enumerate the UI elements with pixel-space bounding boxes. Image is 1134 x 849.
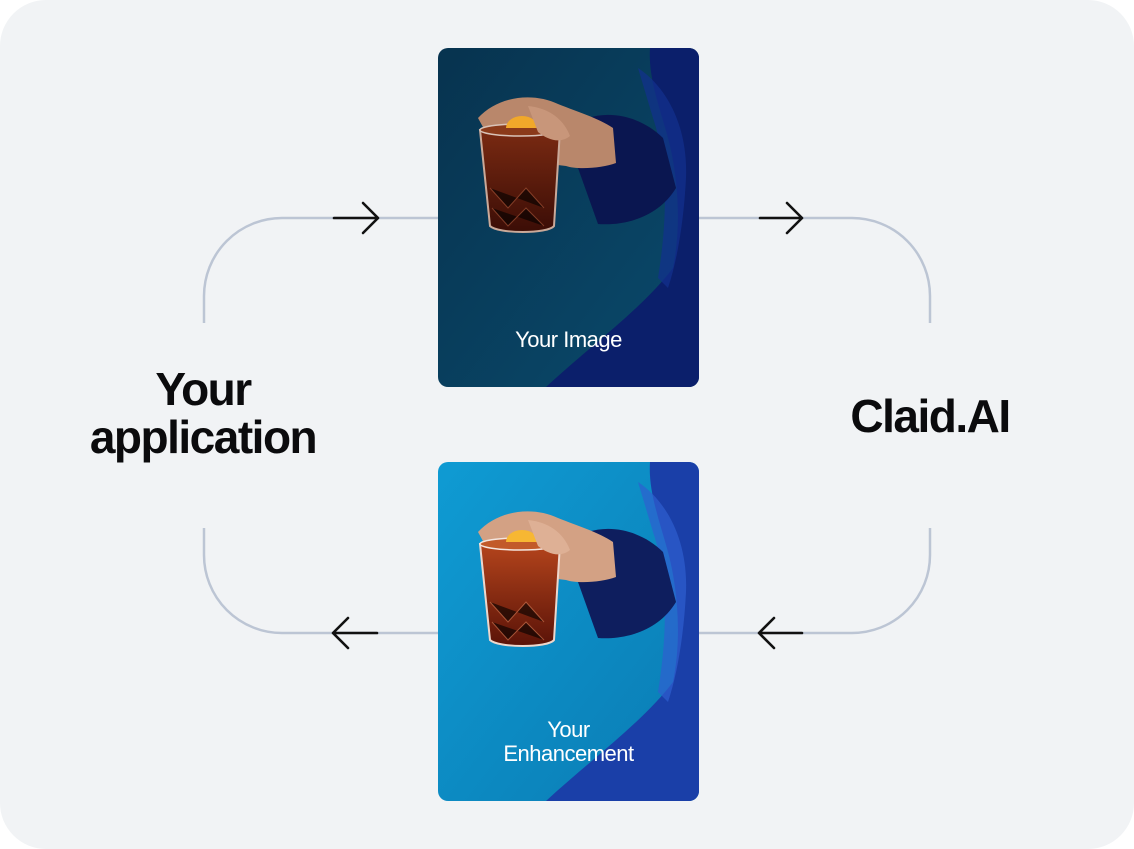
arrow-left-icon [331,616,379,650]
your-application-line1: Your [155,363,252,415]
input-image-card: Your Image [438,48,699,387]
claid-ai-label: Claid.AI [850,390,1011,442]
connector-enhancement-to-app [202,528,438,635]
your-application-label: Your application [68,365,338,461]
cocktail-photo-dark [438,48,699,387]
cocktail-photo-enhanced [438,462,699,801]
your-enhancement-line2: Enhancement [503,741,634,766]
arrow-left-icon [757,616,804,650]
enhanced-image-card: Your Enhancement [438,462,699,801]
your-image-caption: Your Image [515,327,622,352]
your-application-line2: application [89,411,318,463]
connector-image-to-claid [699,216,932,323]
arrow-right-icon [758,201,804,235]
your-enhancement-caption: Your Enhancement [438,718,699,766]
your-enhancement-line1: Your [547,717,590,742]
arrow-right-icon [332,201,380,235]
connector-claid-to-enhancement [699,528,932,635]
connector-app-to-image [202,216,438,323]
